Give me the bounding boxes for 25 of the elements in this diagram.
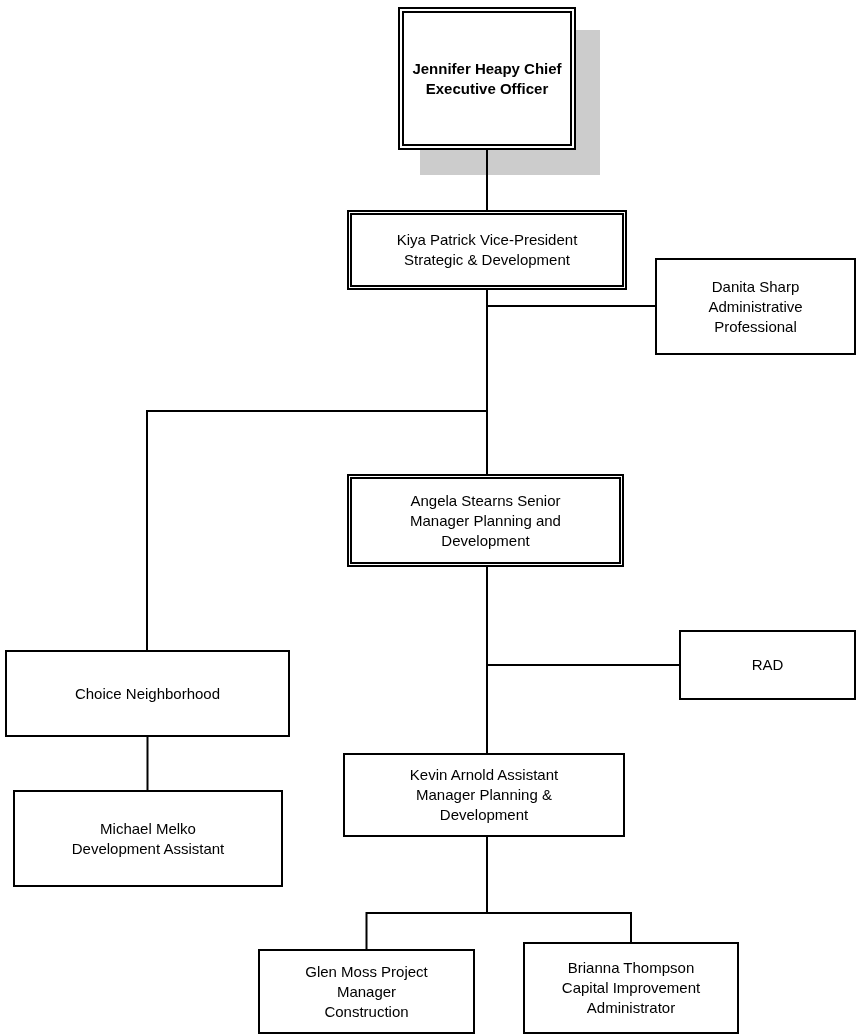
person-title: Angela Stearns Senior Manager Planning and Development — [409, 490, 562, 551]
org-box — [13, 790, 283, 887]
person-title: RAD — [750, 655, 785, 675]
connector-line — [486, 289, 488, 475]
connector-line — [486, 836, 632, 943]
org-box — [258, 949, 475, 1034]
org-box — [347, 210, 627, 290]
connector-line — [486, 566, 488, 754]
org-box — [343, 753, 625, 837]
org-box — [5, 650, 290, 737]
person-title: Kevin Arnold Assistant Manager Planning & Development — [408, 765, 560, 825]
connector-line — [486, 149, 488, 211]
org-box — [523, 942, 739, 1034]
person-title: Glen Moss Project Manager Construction — [304, 961, 429, 1022]
person-title: Choice Neighborhood — [73, 683, 222, 704]
org-box — [679, 630, 856, 700]
person-title: Jennifer Heapy Chief Executive Officer — [411, 58, 563, 99]
org-box — [347, 474, 624, 567]
org-box — [655, 258, 856, 355]
connector-line — [146, 736, 149, 791]
org-box — [398, 7, 576, 150]
person-title: Kiya Patrick Vice-President Strategic & Development — [395, 230, 579, 270]
person-title: Danita Sharp Administrative Professional — [707, 276, 804, 337]
person-title: Michael Melko Development Assistant — [70, 818, 226, 859]
person-title: Brianna Thompson Capital Improvement Administrator — [560, 958, 702, 1018]
